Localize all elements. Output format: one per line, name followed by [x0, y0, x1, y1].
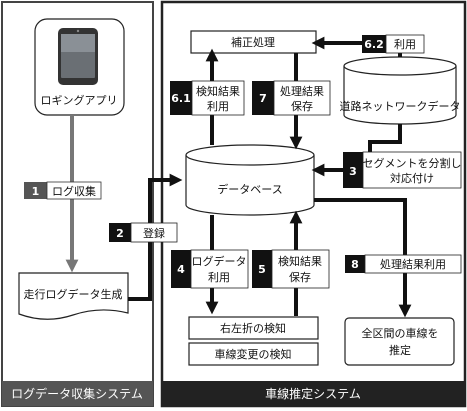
database-label: データベース [217, 182, 282, 196]
road-network-cylinder: 道路ネットワークデータ [340, 56, 461, 125]
step-6-1-detect-use: 6.1 検知結果 利用 [170, 80, 245, 116]
step-2-register: 2 登録 [109, 222, 178, 243]
lane-system-title: 車線推定システム [265, 386, 361, 401]
svg-text:利用: 利用 [207, 100, 229, 113]
lane-change-label: 車線変更の検知 [215, 347, 292, 361]
svg-text:7: 7 [259, 92, 267, 105]
svg-text:対応付け: 対応付け [390, 171, 434, 185]
running-log-document: 走行ログデータ生成 [18, 272, 129, 320]
svg-text:1: 1 [32, 185, 40, 198]
svg-text:処理結果: 処理結果 [280, 84, 324, 98]
step-1-log-collect: 1 ログ収集 [24, 181, 102, 200]
lane-change-detection-box: 車線変更の検知 [188, 342, 319, 366]
svg-text:4: 4 [177, 263, 185, 276]
svg-text:ログ収集: ログ収集 [52, 184, 96, 198]
svg-text:保存: 保存 [289, 270, 311, 284]
all-lane-estimate-box: 全区間の車線を 推定 [344, 317, 455, 366]
svg-text:処理結果利用: 処理結果利用 [380, 257, 446, 271]
arrow-db-to-lane-estimate [314, 198, 412, 318]
svg-text:検知結果: 検知結果 [196, 84, 240, 98]
svg-text:推定: 推定 [389, 343, 411, 357]
correction-process-box: 補正処理 [190, 30, 317, 54]
svg-text:全区間の車線を: 全区間の車線を [362, 326, 439, 340]
logging-app-label: ロギングアプリ [41, 93, 118, 107]
svg-text:6.2: 6.2 [364, 38, 384, 51]
log-system-title: ログデータ収集システム [11, 386, 143, 401]
svg-text:3: 3 [349, 165, 357, 178]
svg-text:8: 8 [351, 258, 359, 271]
svg-text:登録: 登録 [143, 226, 165, 240]
smartphone-icon [58, 28, 98, 85]
logging-app-box: ロギングアプリ [34, 18, 125, 116]
svg-text:検知結果: 検知結果 [278, 254, 322, 268]
step-7-save-result: 7 処理結果 保存 [252, 80, 331, 116]
turn-detection-box: 右左折の検知 [188, 316, 319, 340]
step-4-use-log: 4 ログデータ 利用 [171, 249, 249, 289]
turn-detection-label: 右左折の検知 [220, 321, 286, 335]
running-log-label: 走行ログデータ生成 [24, 287, 123, 301]
database-cylinder: データベース [185, 144, 315, 216]
correction-label: 補正処理 [231, 36, 275, 49]
step-6-2-use: 6.2 利用 [362, 34, 425, 54]
road-network-label: 道路ネットワークデータ [340, 99, 461, 113]
svg-text:ログデータ: ログデータ [192, 254, 247, 268]
svg-text:利用: 利用 [208, 271, 230, 284]
svg-text:利用: 利用 [394, 38, 416, 51]
svg-text:セグメントを分割し: セグメントを分割し [363, 156, 462, 170]
step-8-use-result: 8 処理結果利用 [345, 254, 462, 274]
svg-text:6.1: 6.1 [171, 92, 191, 105]
svg-text:2: 2 [116, 227, 124, 240]
step-3-segment-match: 3 セグメントを分割し 対応付け [343, 151, 462, 189]
svg-text:保存: 保存 [291, 99, 313, 113]
step-5-save-detection: 5 検知結果 保存 [252, 249, 330, 289]
svg-text:5: 5 [258, 263, 266, 276]
